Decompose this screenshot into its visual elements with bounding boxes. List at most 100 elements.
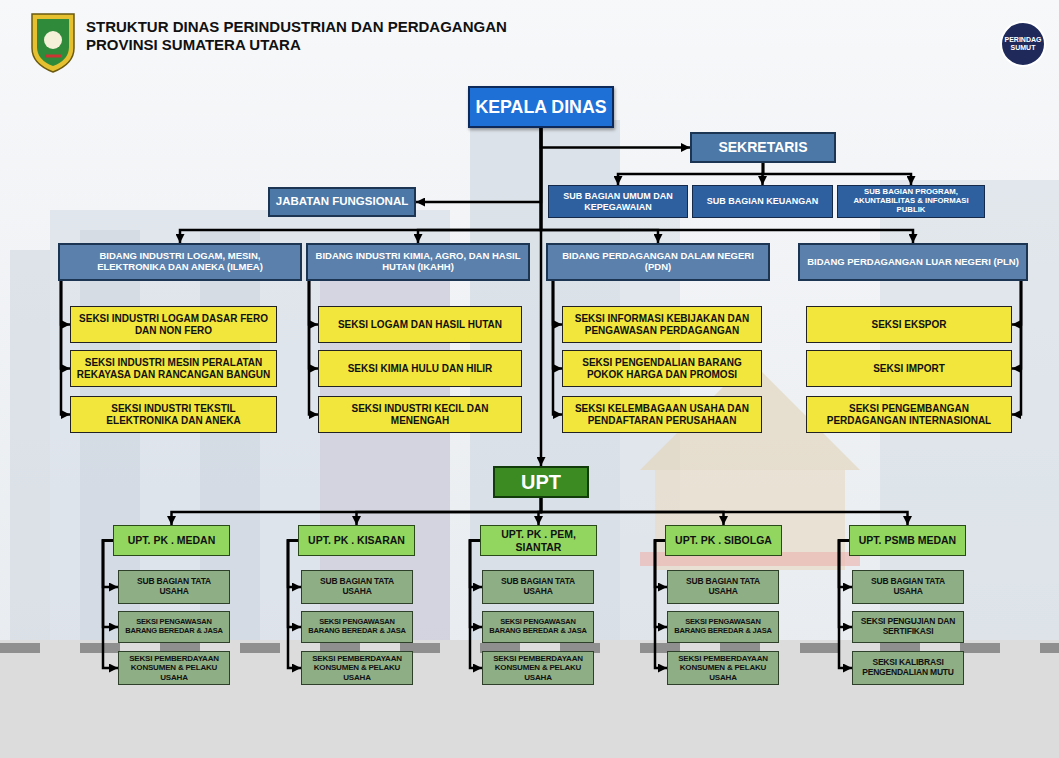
box-label: SUB BAGIAN UMUM DAN KEPEGAWAIAN [554,191,682,212]
building [10,250,50,670]
connector-arrow [655,541,667,669]
connector-arrow [416,128,541,202]
connector-arrow [288,541,301,669]
box-label: BIDANG PERDAGANGAN LUAR NEGERI (PLN) [807,257,1019,268]
org-box: SUB BAGIAN TATA USAHA [118,570,230,604]
org-box: SEKSI PENGEMBANGAN PERDAGANGAN INTERNASI… [806,396,1012,433]
org-box: BIDANG INDUSTRI LOGAM, MESIN, ELEKTRONIK… [58,243,302,281]
connector-arrow [357,498,542,525]
box-label: SEKSI PENGAWASAN BARANG BEREDAR & JASA [673,618,773,635]
agency-logo [1001,22,1045,66]
connector-arrow [309,281,318,325]
road [0,640,1059,758]
connector-arrow [1012,281,1021,325]
box-label: SEKSI INDUSTRI KECIL DAN MENENGAH [324,403,516,426]
org-box: SUB BAGIAN TATA USAHA [301,570,413,604]
box-label: UPT. PK . MEDAN [128,534,216,546]
org-box: SEKRETARIS [690,132,836,163]
org-box: SEKSI KIMIA HULU DAN HILIR [318,350,522,387]
connector-arrow [172,498,542,525]
box-label: SEKSI KALIBRASI PENGENDALIAN MUTU [858,658,958,678]
box-label: SUB BAGIAN PROGRAM, AKUNTABILITAS & INFO… [843,188,979,215]
chart-title: STRUKTUR DINAS PERINDUSTRIAN DAN PERDAGA… [86,18,556,54]
box-label: SEKRETARIS [718,139,807,155]
org-box: SEKSI PENGAWASAN BARANG BEREDAR & JASA [301,611,413,643]
org-box: SEKSI IMPORT [806,350,1012,387]
connector-arrow [180,128,541,243]
connector-arrow [541,128,690,148]
connector-arrow [553,281,562,325]
box-label: BIDANG INDUSTRI LOGAM, MESIN, ELEKTRONIK… [65,251,295,273]
box-label: BIDANG INDUSTRI KIMIA, AGRO, DAN HASIL H… [313,251,523,273]
org-box: SEKSI INDUSTRI LOGAM DASAR FERO DAN NON … [70,306,277,343]
connector-arrow [541,498,908,525]
box-label: SUB BAGIAN TATA USAHA [488,577,588,597]
org-box: SEKSI PENGAWASAN BARANG BEREDAR & JASA [482,611,594,643]
org-box: BIDANG PERDAGANGAN DALAM NEGERI (PDN) [546,243,770,281]
org-box: SEKSI PEMBERDAYAAN KONSUMEN & PELAKU USA… [482,651,594,685]
box-label: SEKSI EKSPOR [871,319,946,331]
box-label: SEKSI KELEMBAGAAN USAHA DAN PENDAFTARAN … [568,403,756,426]
connector-arrow [61,281,70,415]
box-label: SEKSI PENGAWASAN BARANG BEREDAR & JASA [488,618,588,635]
connector-arrow [61,281,70,325]
emblem-shield [32,14,74,72]
connector-arrow [61,281,70,369]
box-label: UPT [521,471,561,494]
box-label: SEKSI IMPORT [873,363,945,375]
box-label: JABATAN FUNGSIONAL [276,195,408,208]
org-box: BIDANG PERDAGANGAN LUAR NEGERI (PLN) [798,243,1028,281]
org-box: SEKSI LOGAM DAN HASIL HUTAN [318,306,522,343]
org-box: UPT [493,466,589,498]
box-label: SUB BAGIAN TATA USAHA [673,577,773,597]
org-box: UPT. PK . SIBOLGA [665,525,782,556]
emblem-center [44,31,62,49]
connector-arrow [618,163,763,185]
box-label: SEKSI INDUSTRI TEKSTIL ELEKTRONIKA DAN A… [76,403,271,426]
connector-arrow [418,128,541,243]
org-box: UPT. PK . MEDAN [113,525,230,556]
org-box: UPT. PK . PEM, SIANTAR [480,525,597,556]
org-box: SEKSI KELEMBAGAAN USAHA DAN PENDAFTARAN … [562,396,762,433]
org-box: SEKSI EKSPOR [806,306,1012,343]
connector-arrow [1012,281,1021,415]
org-box: SEKSI PENGAWASAN BARANG BEREDAR & JASA [118,611,230,643]
org-box: SEKSI INFORMASI KEBIJAKAN DAN PENGAWASAN… [562,306,762,343]
connector-arrow [470,541,482,669]
org-box: SUB BAGIAN UMUM DAN KEPEGAWAIAN [548,185,688,218]
box-label: SEKSI LOGAM DAN HASIL HUTAN [338,319,502,331]
box-label: SEKSI PEMBERDAYAAN KONSUMEN & PELAKU USA… [673,654,773,682]
org-box: SEKSI PEMBERDAYAAN KONSUMEN & PELAKU USA… [118,651,230,685]
logo-text: PERINDAG SUMUT [1002,36,1044,51]
box-label: SUB BAGIAN KEUANGAN [707,196,819,206]
box-label: UPT. PSMB MEDAN [859,534,956,546]
box-label: SUB BAGIAN TATA USAHA [124,577,224,597]
org-box: SEKSI INDUSTRI TEKSTIL ELEKTRONIKA DAN A… [70,396,277,433]
box-label: UPT. PK . SIBOLGA [675,534,772,546]
box-label: SEKSI PENGAWASAN BARANG BEREDAR & JASA [307,618,407,635]
org-box: SEKSI PENGAWASAN BARANG BEREDAR & JASA [667,611,779,643]
org-box: SUB BAGIAN TATA USAHA [482,570,594,604]
emblem-inner [37,19,69,66]
box-label: SEKSI PEMBERDAYAAN KONSUMEN & PELAKU USA… [488,654,588,682]
box-label: SEKSI INDUSTRI LOGAM DASAR FERO DAN NON … [76,313,271,336]
box-label: SEKSI PEMBERDAYAAN KONSUMEN & PELAKU USA… [124,654,224,682]
org-box: SUB BAGIAN TATA USAHA [667,570,779,604]
box-label: KEPALA DINAS [475,97,606,117]
province-emblem [32,14,74,72]
org-box: SUB BAGIAN TATA USAHA [852,570,964,604]
box-label: SEKSI INFORMASI KEBIJAKAN DAN PENGAWASAN… [568,313,756,336]
org-box: SEKSI KALIBRASI PENGENDALIAN MUTU [852,651,964,685]
box-label: UPT. PK . KISARAN [308,534,405,546]
org-box: KEPALA DINAS [468,86,614,128]
connector-arrow [763,163,911,185]
connector-arrow [1012,281,1021,369]
box-label: BIDANG PERDAGANGAN DALAM NEGERI (PDN) [553,251,763,273]
org-box: SEKSI PEMBERDAYAAN KONSUMEN & PELAKU USA… [301,651,413,685]
box-label: SEKSI PENGEMBANGAN PERDAGANGAN INTERNASI… [812,403,1006,426]
org-box: SEKSI PENGENDALIAN BARANG POKOK HARGA DA… [562,350,762,387]
connector-arrow [553,281,562,415]
connector-arrow [103,541,118,669]
